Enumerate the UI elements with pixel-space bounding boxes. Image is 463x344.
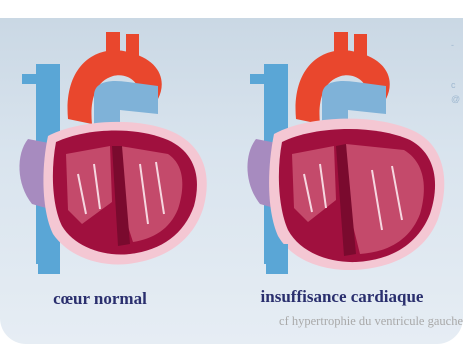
edge-fragment-1: - [451, 40, 454, 50]
heart-failure-label: insuffisance cardiaque [232, 287, 452, 307]
heart-failure-note: cf hypertrophie du ventricule gauche [220, 314, 463, 329]
normal-heart-label: cœur normal [20, 289, 180, 309]
edge-fragment-2: c [451, 80, 456, 90]
edge-fragment-3: @ [451, 94, 460, 104]
failure-heart-illustration [236, 24, 451, 276]
normal-heart-illustration [8, 24, 223, 276]
